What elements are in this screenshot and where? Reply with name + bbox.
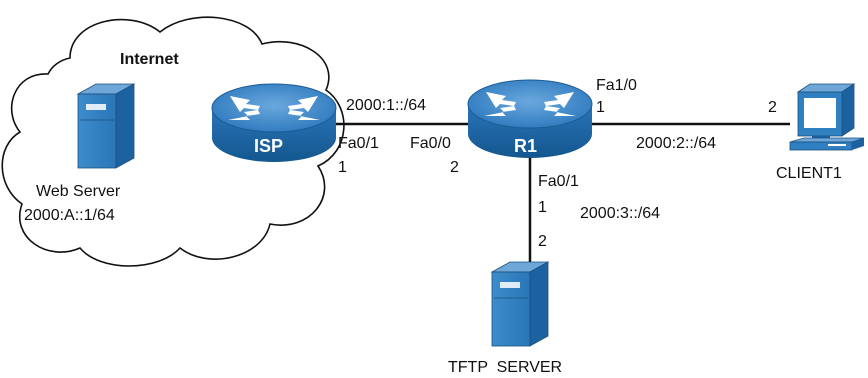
isp-r1-network: 2000:1::/64 xyxy=(346,97,426,114)
tftp-server-icon xyxy=(490,261,550,347)
client-pc-icon xyxy=(789,83,865,151)
cloud-label: Internet xyxy=(120,51,179,68)
web-server-address: 2000:A::1/64 xyxy=(24,207,115,224)
r1-router-icon xyxy=(467,79,593,158)
isp-router-label: ISP xyxy=(254,136,283,156)
client-name: CLIENT1 xyxy=(776,165,842,182)
isp-router-icon xyxy=(211,83,337,162)
web-server-name: Web Server xyxy=(36,183,121,200)
r1-fa10-host-number: 1 xyxy=(596,99,605,116)
isp-interface-label: Fa0/1 xyxy=(338,135,379,152)
r1-fa10-interface-label: Fa1/0 xyxy=(596,77,637,94)
tftp-server-name: TFTP SERVER xyxy=(448,359,562,376)
r1-router-label: R1 xyxy=(514,136,537,156)
r1-fa00-interface-label: Fa0/0 xyxy=(410,135,451,152)
r1-fa00-host-number: 2 xyxy=(450,159,459,176)
r1-fa01-interface-label: Fa0/1 xyxy=(538,173,579,190)
client-host-number: 2 xyxy=(768,99,777,116)
tftp-host-number: 2 xyxy=(538,233,547,250)
isp-host-number: 1 xyxy=(338,159,347,176)
r1-tftp-network: 2000:3::/64 xyxy=(580,205,660,222)
web-server-icon xyxy=(76,83,136,169)
internet-cloud xyxy=(1,16,345,267)
r1-fa01-host-number: 1 xyxy=(538,199,547,216)
r1-client-network: 2000:2::/64 xyxy=(636,135,716,152)
